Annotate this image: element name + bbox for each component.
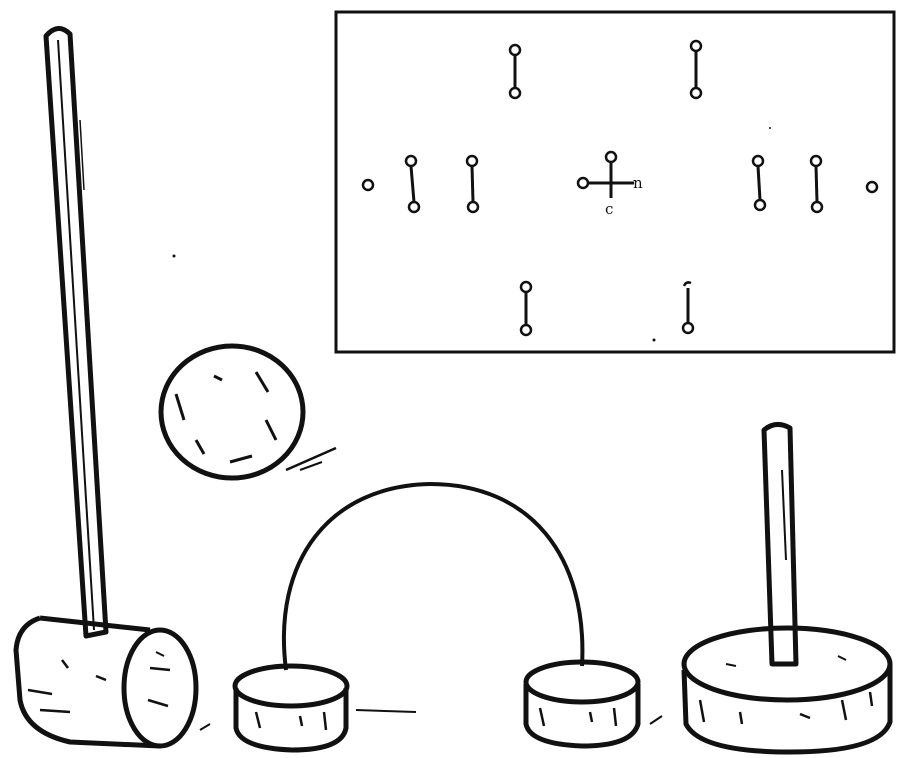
hoop-base-right — [526, 662, 662, 746]
gate-bottom-left — [521, 282, 531, 335]
speck — [173, 255, 176, 258]
gate-mid-left-2 — [467, 156, 478, 212]
mallet-handle — [46, 28, 106, 636]
center-cross-mark: c n — [578, 152, 643, 218]
speck — [769, 127, 771, 129]
center-mark-letter-c: c — [605, 200, 613, 218]
gate-mid-right-2 — [811, 156, 822, 212]
gate-top-left — [510, 45, 520, 98]
hoop-base-left — [235, 666, 416, 750]
gate-mid-right-1 — [753, 156, 765, 210]
start-peg-mark — [363, 180, 373, 190]
center-mark-letter-n: n — [633, 174, 643, 192]
gate-bottom-right — [683, 282, 693, 333]
croquet-peg — [684, 424, 890, 752]
croquet-hoop — [235, 484, 662, 750]
gate-mid-left-1 — [406, 156, 419, 212]
peg-base — [684, 628, 890, 752]
end-peg-mark — [867, 182, 877, 192]
croquet-ball — [161, 346, 336, 478]
mallet — [16, 28, 210, 746]
field-layout-diagram: c n — [336, 12, 894, 352]
mallet-head — [16, 618, 210, 746]
gate-top-right — [691, 41, 701, 98]
